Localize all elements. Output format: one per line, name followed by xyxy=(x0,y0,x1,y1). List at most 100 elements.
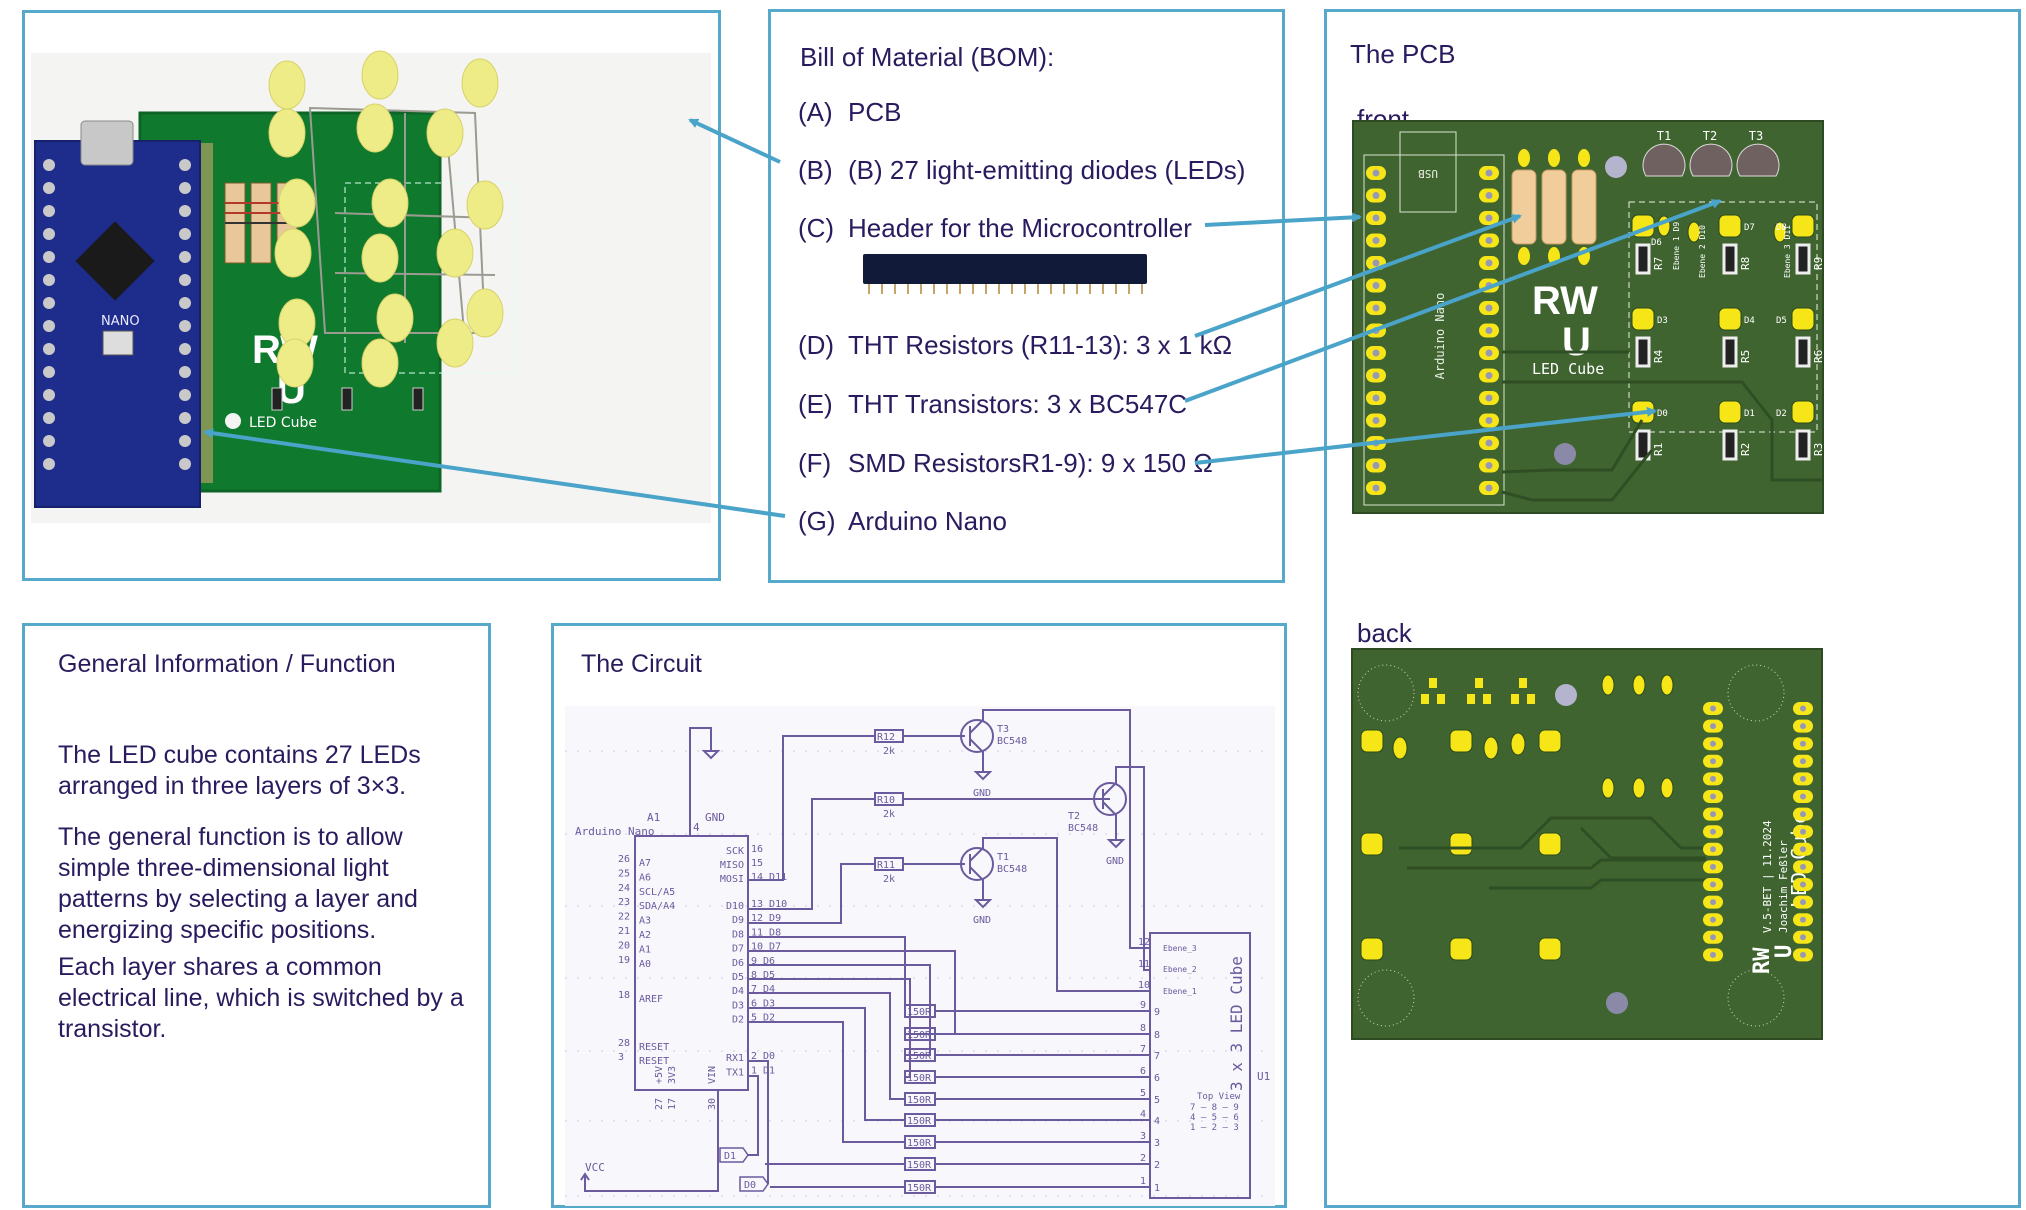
info-title: General Information / Function xyxy=(58,650,396,678)
arduino-left-pin-num: 26 xyxy=(618,854,630,865)
led-resistor-value: 150R xyxy=(907,1051,932,1062)
cube-pin-num: 6 xyxy=(1140,1066,1146,1077)
arduino-right-pin-num: 7 D4 xyxy=(751,984,775,995)
pcb-front-r8-label: R8 xyxy=(1739,257,1752,270)
pcb-front-r9-label: R9 xyxy=(1812,257,1824,270)
pcb-back-header-pad-columns xyxy=(1703,702,1813,962)
bom-item-c: (C) Header for the Microcontroller xyxy=(798,213,1192,244)
schematic-top-view-row: 1 – 2 – 3 xyxy=(1190,1123,1239,1133)
arduino-left-pin-num: 24 xyxy=(618,883,630,894)
bom-item-key: (F) xyxy=(798,448,832,478)
cube-pin-name: 4 xyxy=(1154,1116,1160,1127)
pcb-front-render: USB Arduino Nano T1 T2 T3 xyxy=(1352,120,1824,514)
arduino-right-pin-num: 13 D10 xyxy=(751,899,787,910)
led-resistor-value: 150R xyxy=(907,1160,932,1171)
bom-panel: Bill of Material (BOM): (A)PCB (B)(B) 27… xyxy=(768,9,1285,583)
pcb-front-r5-label: R5 xyxy=(1739,350,1752,363)
arduino-right-pin-num: 1 D1 xyxy=(751,1066,775,1077)
led-resistor-value: 150R xyxy=(907,1183,932,1194)
pcb-front-layer3-label: Ebene 3 D11 xyxy=(1783,225,1792,278)
arduino-right-pin-name: D10 xyxy=(726,901,744,912)
photo-logo-sub: LED Cube xyxy=(249,415,317,431)
led-row-wire xyxy=(748,1021,905,1143)
pcb-front-logo-sub: LED Cube xyxy=(1532,360,1604,378)
pcb-back-led-pads xyxy=(1360,674,1674,961)
cube-pin-name: 8 xyxy=(1154,1030,1160,1041)
arduino-right-pin-num: 16 xyxy=(751,844,763,855)
schematic-ebene2: Ebene_2 xyxy=(1163,965,1197,974)
arduino-right-pin-num: 2 D0 xyxy=(751,1051,775,1062)
arduino-left-pin-name: A1 xyxy=(639,944,651,955)
pcb-back-render: LED Cube V.5-BET | 11.2024 Joachim Feßle… xyxy=(1351,648,1823,1040)
bom-item-a: (A)PCB xyxy=(798,97,901,128)
schematic-flag-d0 xyxy=(739,1176,769,1192)
pcb-back-smd-pads xyxy=(1421,678,1535,704)
cube-pin-num: 4 xyxy=(1140,1109,1146,1120)
bom-item-text: Arduino Nano xyxy=(848,506,1007,536)
schematic-arduino-ref: A1 xyxy=(647,811,660,824)
schematic-pin12: 12 xyxy=(1138,937,1150,948)
bom-item-b: (B) (B) 27 light-emitting diodes (LEDs) xyxy=(798,155,1245,186)
tx-wire xyxy=(748,1075,759,1156)
schematic-gnd-top: GND xyxy=(705,811,725,824)
arduino-left-pin-num: 20 xyxy=(618,940,630,951)
pcb-front-arduino-label: Arduino Nano xyxy=(1433,293,1447,380)
bom-item-text: Header for the Microcontroller xyxy=(848,213,1192,243)
arduino-left-pin-num: 21 xyxy=(618,926,630,937)
schematic-cube-ref: U1 xyxy=(1257,1070,1270,1083)
bom-item-key: (D) xyxy=(798,330,835,360)
photo-nano-pins-right xyxy=(179,159,191,470)
photo-panel: NANO RW U LED Cube xyxy=(22,10,721,581)
bom-item-text: THT Transistors: 3 x BC547C xyxy=(848,389,1188,419)
led-resistor-value: 150R xyxy=(907,1007,932,1018)
arduino-left-pin-num: 22 xyxy=(618,912,630,923)
arduino-right-pin-num: 9 D6 xyxy=(751,956,775,967)
pcb-back-version: V.5-BET | 11.2024 xyxy=(1761,820,1774,933)
photo-nano-pins-left xyxy=(43,159,55,470)
schematic-gnd-t1: GND xyxy=(973,915,991,926)
arduino-bottom-pin: 3V3 xyxy=(667,1066,678,1084)
bom-item-key: (E) xyxy=(798,389,833,419)
led-cube-photo: NANO RW U LED Cube xyxy=(31,50,711,523)
info-paragraph-3: Each layer shares a common electrical li… xyxy=(58,953,464,1043)
arduino-right-pin-name: RX1 xyxy=(726,1053,744,1064)
led-resistor-value: 150R xyxy=(907,1073,932,1084)
arduino-left-pin-num: 23 xyxy=(618,897,630,908)
arduino-bottom-pin: +5V xyxy=(654,1066,665,1084)
pcb-front-t1-label: T1 xyxy=(1657,129,1671,143)
arduino-left-pin-name: A2 xyxy=(639,930,651,941)
cube-pin-name: 2 xyxy=(1154,1160,1160,1171)
cube-pin-name: 6 xyxy=(1154,1073,1160,1084)
cube-pin-num: 7 xyxy=(1140,1044,1146,1055)
schematic-gnd-t3: GND xyxy=(973,788,991,799)
arduino-right-pin-num: 12 D9 xyxy=(751,913,781,924)
cube-pin-num: 1 xyxy=(1140,1176,1146,1187)
pcb-front-tht-resistors xyxy=(1511,149,1597,265)
led-resistor-value: 150R xyxy=(907,1095,932,1106)
schematic-ebene3: Ebene_3 xyxy=(1163,944,1197,953)
bom-item-g: (G) Arduino Nano xyxy=(798,506,1007,537)
arduino-left-pin-num: 18 xyxy=(618,990,630,1001)
info-paragraph-1: The LED cube contains 27 LEDs arranged i… xyxy=(58,741,421,800)
bom-item-key: (B) xyxy=(798,155,833,185)
bom-item-text: (B) 27 light-emitting diodes (LEDs) xyxy=(848,155,1246,185)
schematic-t1-ref: T1 xyxy=(997,852,1009,863)
schematic-t2-type: BC548 xyxy=(1068,823,1098,834)
schematic-t2-ref: T2 xyxy=(1068,811,1080,822)
bom-item-key: (C) xyxy=(798,213,835,243)
arduino-bottom-pin-num: 17 xyxy=(667,1098,678,1110)
arduino-right-pin-num: 8 D5 xyxy=(751,970,775,981)
arduino-right-pin-num: 10 D7 xyxy=(751,942,781,953)
arduino-right-pin-name: MISO xyxy=(720,860,744,871)
arduino-right-pin-num: 14 D11 xyxy=(751,872,787,883)
bom-item-f: (F)SMD ResistorsR1-9): 9 x 150 Ω xyxy=(798,448,1213,479)
led-row-wire xyxy=(748,936,906,1011)
bom-item-key: (G) xyxy=(798,506,836,536)
cube-pin-name: 9 xyxy=(1154,1007,1160,1018)
photo-leds xyxy=(268,50,504,388)
pcb-front-logo-rw: RW xyxy=(1532,279,1598,323)
schematic-gnd-t2: GND xyxy=(1106,856,1124,867)
pcb-front-transistors xyxy=(1642,143,1780,177)
arduino-bottom-pin-num: 27 xyxy=(654,1098,665,1110)
schematic-cube-name: 3 x 3 LED Cube xyxy=(1227,956,1246,1091)
